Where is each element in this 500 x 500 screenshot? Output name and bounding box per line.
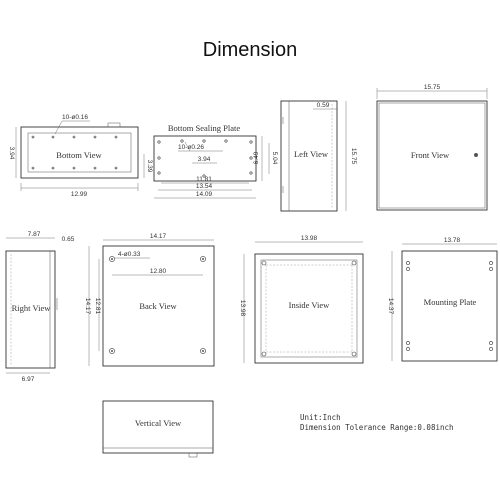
bottom-view-tab (107, 122, 121, 128)
back-view-height: 14.17 (84, 298, 91, 315)
mounting-plate-outline (401, 250, 498, 362)
right-view-flange: 0.65 (62, 236, 75, 243)
page-title: Dimension (203, 39, 297, 61)
vertical-view-outline (102, 400, 214, 454)
bottom-view-height: 3.94 (8, 147, 15, 160)
inside-view-outline (254, 253, 364, 364)
left-view-label: Left View (294, 149, 329, 159)
left-view-depth: 0.59 (317, 102, 330, 109)
tolerance-note: Dimension Tolerance Range:0.08inch (300, 423, 454, 432)
sealing-plate-outline (153, 135, 257, 182)
inside-view-height: 13.98 (239, 300, 246, 317)
front-view: 15.75 Front View (376, 84, 488, 211)
vertical-view: Vertical View (102, 400, 214, 458)
back-view-hole-spec: 4-ø0.33 (118, 251, 141, 258)
bottom-view-holes (31, 135, 118, 170)
right-view-outline (5, 250, 56, 369)
notes: Unit:Inch Dimension Tolerance Range:0.08… (300, 413, 454, 432)
inside-view-corners (261, 260, 357, 357)
right-view: 7.87 0.65 6.97 Right View (5, 231, 75, 383)
back-view-hole-height: 12.81 (94, 298, 101, 315)
inside-view-width: 13.98 (301, 235, 318, 242)
sealing-plate-holes (157, 139, 253, 178)
sealing-plate-hole-spec: 10-ø0.26 (178, 144, 204, 151)
left-view: 0.59 Left View 15.75 (280, 100, 357, 212)
sealing-plate-dim-1: 3.94 (198, 156, 211, 163)
bottom-sealing-plate-label: Bottom Sealing Plate (168, 123, 240, 133)
sealing-plate-dim-4: 14.09 (196, 191, 213, 198)
back-view: 14.17 4-ø0.33 12.80 14.17 12.81 Back Vie… (84, 233, 215, 367)
mounting-plate-label: Mounting Plate (424, 297, 477, 307)
mounting-plate-width: 13.78 (444, 237, 461, 244)
bottom-view-width: 12.99 (71, 191, 88, 198)
front-view-width: 15.75 (424, 84, 441, 91)
sealing-plate-height-2: 5.04 (271, 152, 278, 165)
back-view-label: Back View (139, 301, 177, 311)
vertical-view-label: Vertical View (135, 418, 182, 428)
back-view-hole-spacing: 12.80 (150, 268, 167, 275)
right-view-depth: 7.87 (28, 231, 41, 238)
sealing-plate-dim-3: 13.54 (196, 183, 213, 190)
lock-icon (474, 153, 478, 157)
sealing-plate-dim-2: 11.81 (196, 176, 212, 183)
mounting-plate-slots (406, 261, 493, 351)
bottom-view-hole-spec: 10-ø0.16 (62, 114, 88, 121)
bottom-sealing-plate-view: Bottom Sealing Plate 10-ø0.26 3.94 11.81… (153, 123, 278, 199)
inside-view: 13.98 13.98 Inside View (239, 235, 364, 364)
front-view-outline (376, 100, 488, 211)
left-view-outline (280, 100, 338, 212)
back-view-outline (102, 245, 215, 367)
unit-note: Unit:Inch (300, 413, 341, 422)
mounting-plate-height: 14.37 (387, 298, 394, 315)
bottom-view-height-2: 3.39 (146, 160, 153, 173)
front-view-label: Front View (411, 150, 450, 160)
right-view-label: Right View (12, 303, 52, 313)
back-view-holes (109, 256, 206, 354)
bottom-view-inner (27, 132, 132, 173)
sealing-plate-height-1: 6.49 (253, 151, 260, 164)
mounting-plate-view: 13.78 14.37 Mounting Plate (387, 237, 498, 362)
bottom-view-outline (20, 126, 139, 179)
bottom-view-label: Bottom View (56, 150, 102, 160)
back-view-width: 14.17 (150, 233, 167, 240)
bottom-view: 10-ø0.16 Bottom View 12.99 3.94 3.39 (8, 114, 153, 198)
inside-view-label: Inside View (289, 300, 331, 310)
left-view-height: 15.75 (350, 148, 357, 165)
right-view-inner-depth: 6.97 (22, 376, 35, 383)
